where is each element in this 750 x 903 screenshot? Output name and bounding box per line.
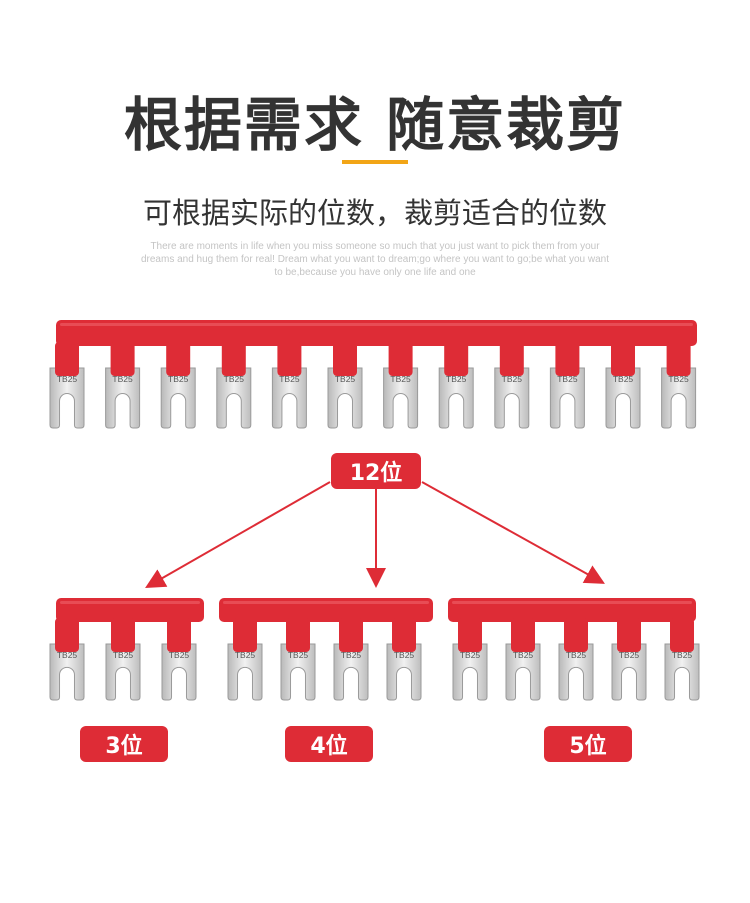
bar-tab [499, 342, 524, 376]
english-caption: There are moments in life when you miss … [140, 241, 610, 278]
bar-tab [511, 618, 535, 652]
bar-3: TB25 TB25 TB25 [49, 598, 204, 701]
bar-tab [111, 618, 135, 652]
fork-terminal [216, 367, 252, 429]
terminal-marking: TB25 [513, 650, 534, 660]
fork-terminal [664, 643, 700, 701]
terminal-marking: TB25 [57, 374, 78, 384]
fork-terminal [105, 643, 141, 701]
fork-terminal [280, 643, 316, 701]
split-arrows [145, 481, 605, 588]
bar-tab [444, 342, 469, 376]
bar-tab [110, 342, 135, 376]
bar-tab [670, 618, 694, 652]
terminal-marking: TB25 [113, 650, 134, 660]
bar-tab [339, 618, 363, 652]
fork-terminal [611, 643, 647, 701]
fork-terminal [327, 367, 363, 429]
terminal-marking: TB25 [668, 374, 689, 384]
bar-12: TB25 TB25 TB25 TB25 TB25 TB25 TB25 TB25 TB25 TB25… [49, 320, 697, 429]
terminal-marking: TB25 [619, 650, 640, 660]
fork-terminal [383, 367, 419, 429]
terminal-marking: TB25 [446, 374, 467, 384]
bar-strip [56, 320, 697, 346]
terminal-marking: TB25 [557, 374, 578, 384]
terminal-marking: TB25 [502, 374, 523, 384]
bar-5: TB25 TB25 TB25 TB25 TB25 [448, 598, 700, 701]
title-underline [342, 160, 408, 164]
arrow-to-5 [421, 481, 605, 584]
terminal-marking: TB25 [341, 650, 362, 660]
fork-terminal [49, 367, 85, 429]
fork-terminal [160, 367, 196, 429]
page-subtitle: 可根据实际的位数，裁剪适合的位数 [142, 196, 607, 230]
terminal-marking: TB25 [169, 650, 190, 660]
fork-terminal [505, 643, 541, 701]
page-title: 根据需求 随意裁剪 [123, 91, 627, 159]
terminal-marking: TB25 [288, 650, 309, 660]
bar-tab [55, 342, 79, 376]
fork-terminal [161, 643, 197, 701]
badge-5: 5位 [544, 726, 632, 762]
bar-tab [55, 618, 79, 652]
badge-3: 3位 [80, 726, 168, 762]
terminal-marking: TB25 [235, 650, 256, 660]
fork-terminal [386, 643, 422, 701]
terminal-marking: TB25 [57, 650, 78, 660]
fork-terminal [105, 367, 141, 429]
terminal-marking: TB25 [168, 374, 189, 384]
bar-tab [564, 618, 588, 652]
bar-tab [167, 618, 191, 652]
fork-terminal [494, 367, 530, 429]
arrow-to-3 [145, 481, 331, 588]
fork-terminal [271, 367, 307, 429]
bar-tab [286, 618, 310, 652]
terminal-marking: TB25 [335, 374, 356, 384]
terminal-marking: TB25 [224, 374, 245, 384]
terminal-marking: TB25 [460, 650, 481, 660]
bar-tab [458, 618, 482, 652]
fork-terminal [605, 367, 641, 429]
fork-terminal [549, 367, 585, 429]
badge-12: 12位 [331, 453, 421, 489]
terminal-marking: TB25 [279, 374, 300, 384]
fork-terminal [227, 643, 263, 701]
bar-tab [611, 342, 635, 376]
terminal-marking: TB25 [112, 374, 133, 384]
bar-tab [392, 618, 416, 652]
terminal-marking: TB25 [613, 374, 634, 384]
badge-4: 4位 [285, 726, 373, 762]
terminal-marking: TB25 [672, 650, 693, 660]
bar-tab [277, 342, 302, 376]
bar-tab [666, 342, 691, 376]
fork-terminal [49, 643, 85, 701]
fork-terminal [558, 643, 594, 701]
fork-terminal [333, 643, 369, 701]
terminal-marking: TB25 [566, 650, 587, 660]
terminal-marking: TB25 [390, 374, 411, 384]
bar-tab [617, 618, 641, 652]
bar-tab [555, 342, 580, 376]
bar-tab [221, 342, 246, 376]
fork-terminal [438, 367, 474, 429]
bar-tab [233, 618, 257, 652]
fork-terminal [661, 367, 697, 429]
bar-4: TB25 TB25 TB25 TB25 [219, 598, 433, 701]
bar-tab [388, 342, 413, 376]
terminal-marking: TB25 [394, 650, 415, 660]
fork-terminal [452, 643, 488, 701]
bar-tab [333, 342, 357, 376]
bar-tab [166, 342, 191, 376]
